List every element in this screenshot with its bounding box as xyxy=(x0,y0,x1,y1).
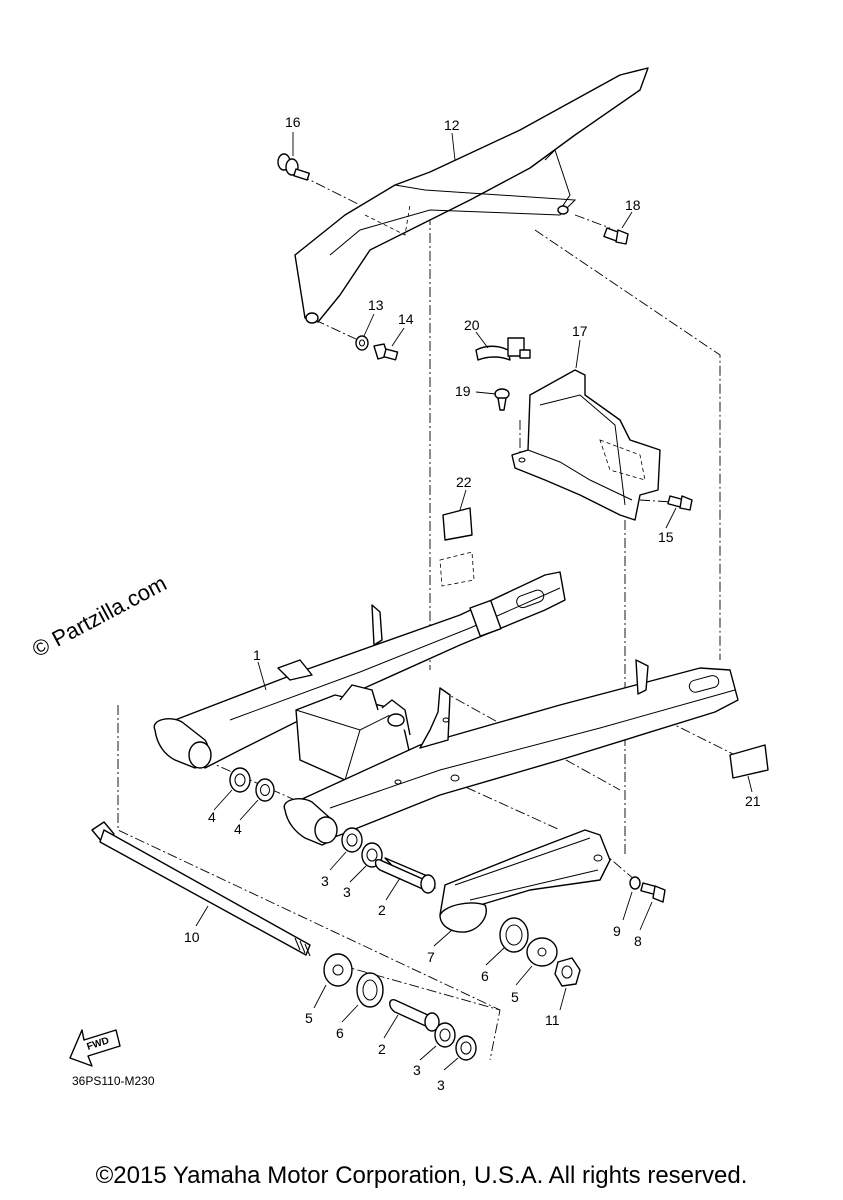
chain-case-12[interactable] xyxy=(294,67,649,324)
callout-18[interactable]: 18 xyxy=(625,197,641,213)
callout-numbers: 16 12 18 13 14 20 17 19 15 22 1 21 4 4 3… xyxy=(184,114,761,1093)
callout-2a[interactable]: 2 xyxy=(378,902,386,918)
clamp-20[interactable] xyxy=(475,337,531,361)
callout-11[interactable]: 11 xyxy=(545,1012,560,1028)
drawing-code: 36PS110-M230 xyxy=(72,1074,155,1088)
callout-5b[interactable]: 5 xyxy=(511,989,519,1005)
callout-1[interactable]: 1 xyxy=(253,647,261,663)
guard-17[interactable] xyxy=(511,369,661,521)
washer-9[interactable] xyxy=(629,876,641,890)
callout-6b[interactable]: 6 xyxy=(481,968,489,984)
callout-2b[interactable]: 2 xyxy=(378,1041,386,1057)
callout-9[interactable]: 9 xyxy=(613,923,621,939)
assembly-lines xyxy=(117,174,746,1061)
callout-7[interactable]: 7 xyxy=(427,949,435,965)
callout-19[interactable]: 19 xyxy=(455,383,471,399)
bolt-14[interactable] xyxy=(373,343,399,361)
washer-5-right[interactable] xyxy=(526,937,558,967)
callout-15[interactable]: 15 xyxy=(658,529,674,545)
callout-4b[interactable]: 4 xyxy=(234,821,242,837)
bearing-6-right[interactable] xyxy=(499,917,529,953)
swingarm-1[interactable] xyxy=(153,571,739,846)
callout-13[interactable]: 13 xyxy=(368,297,384,313)
callout-20[interactable]: 20 xyxy=(464,317,480,333)
pivot-shaft-10[interactable] xyxy=(91,821,311,957)
nut-11[interactable] xyxy=(554,957,581,987)
chain-slider-7[interactable] xyxy=(439,829,611,933)
bearing-4-right[interactable] xyxy=(255,778,275,802)
callout-6a[interactable]: 6 xyxy=(336,1025,344,1041)
callout-3b[interactable]: 3 xyxy=(343,884,351,900)
label-22[interactable] xyxy=(439,507,475,587)
callout-22[interactable]: 22 xyxy=(456,474,472,490)
bolt-16[interactable] xyxy=(277,153,311,181)
washer-13[interactable] xyxy=(355,335,369,351)
callout-3c[interactable]: 3 xyxy=(413,1062,421,1078)
rivet-19[interactable] xyxy=(494,388,510,411)
bearing-4-left[interactable] xyxy=(229,767,251,793)
callout-3d[interactable]: 3 xyxy=(437,1077,445,1093)
callout-17[interactable]: 17 xyxy=(572,323,588,339)
collar-2-upper[interactable] xyxy=(374,857,436,894)
callout-21[interactable]: 21 xyxy=(745,793,761,809)
callout-3a[interactable]: 3 xyxy=(321,873,329,889)
bearing-3-lower-b[interactable] xyxy=(455,1035,477,1061)
callout-14[interactable]: 14 xyxy=(398,311,414,327)
bolt-8[interactable] xyxy=(640,882,666,903)
copyright-notice: ©2015 Yamaha Motor Corporation, U.S.A. A… xyxy=(95,1162,748,1189)
bearing-6-left[interactable] xyxy=(356,972,384,1008)
callout-16[interactable]: 16 xyxy=(285,114,301,130)
callout-8[interactable]: 8 xyxy=(634,933,642,949)
leader-lines xyxy=(195,132,753,1071)
fwd-arrow-icon: FWD xyxy=(69,1029,121,1067)
bolt-18[interactable] xyxy=(603,227,629,245)
collar-2-lower[interactable] xyxy=(389,999,440,1032)
bolt-15[interactable] xyxy=(667,495,693,511)
label-21[interactable] xyxy=(729,744,769,779)
bearing-3-upper-a[interactable] xyxy=(341,827,363,853)
callout-5a[interactable]: 5 xyxy=(305,1010,313,1026)
callout-12[interactable]: 12 xyxy=(444,117,460,133)
washer-5-left[interactable] xyxy=(323,953,353,987)
bearing-3-lower-a[interactable] xyxy=(434,1022,456,1048)
callout-10[interactable]: 10 xyxy=(184,929,200,945)
callout-4a[interactable]: 4 xyxy=(208,809,216,825)
